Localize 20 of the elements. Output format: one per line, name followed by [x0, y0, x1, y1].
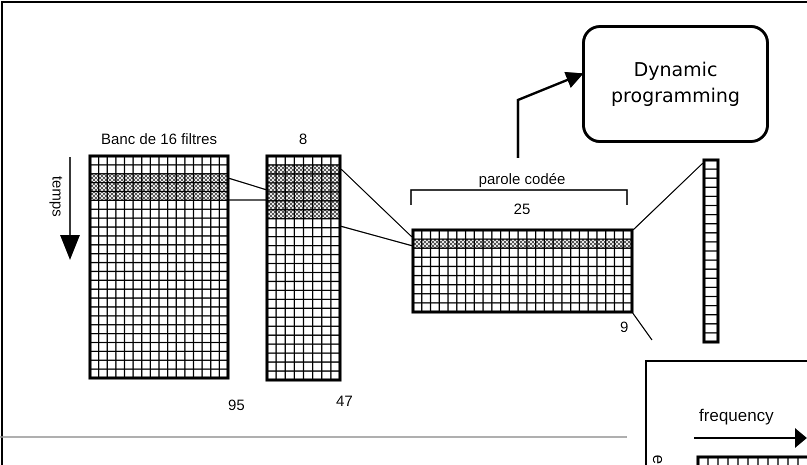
axis-label: e	[648, 454, 668, 464]
size-label: 9	[620, 320, 628, 336]
zoom-line	[340, 225, 414, 247]
axis-label: temps	[48, 176, 65, 217]
size-label: 47	[336, 394, 353, 410]
process-box	[582, 25, 769, 143]
heading-label: Banc de 16 filtres	[100, 132, 218, 148]
heading-label: 25	[512, 202, 532, 218]
heading-label: 8	[298, 132, 308, 148]
zoom-line	[632, 312, 652, 340]
inset-panel	[645, 360, 807, 465]
zoom-line	[228, 199, 267, 201]
zoom-line	[632, 162, 704, 232]
zoom-line	[228, 177, 268, 191]
axis-label: frequency	[699, 407, 774, 426]
zoom-line	[340, 168, 414, 238]
box-label: Dynamic programming	[610, 58, 741, 109]
heading-label: parole codée	[478, 172, 566, 188]
arrow	[516, 72, 584, 158]
size-label: 95	[228, 398, 245, 414]
